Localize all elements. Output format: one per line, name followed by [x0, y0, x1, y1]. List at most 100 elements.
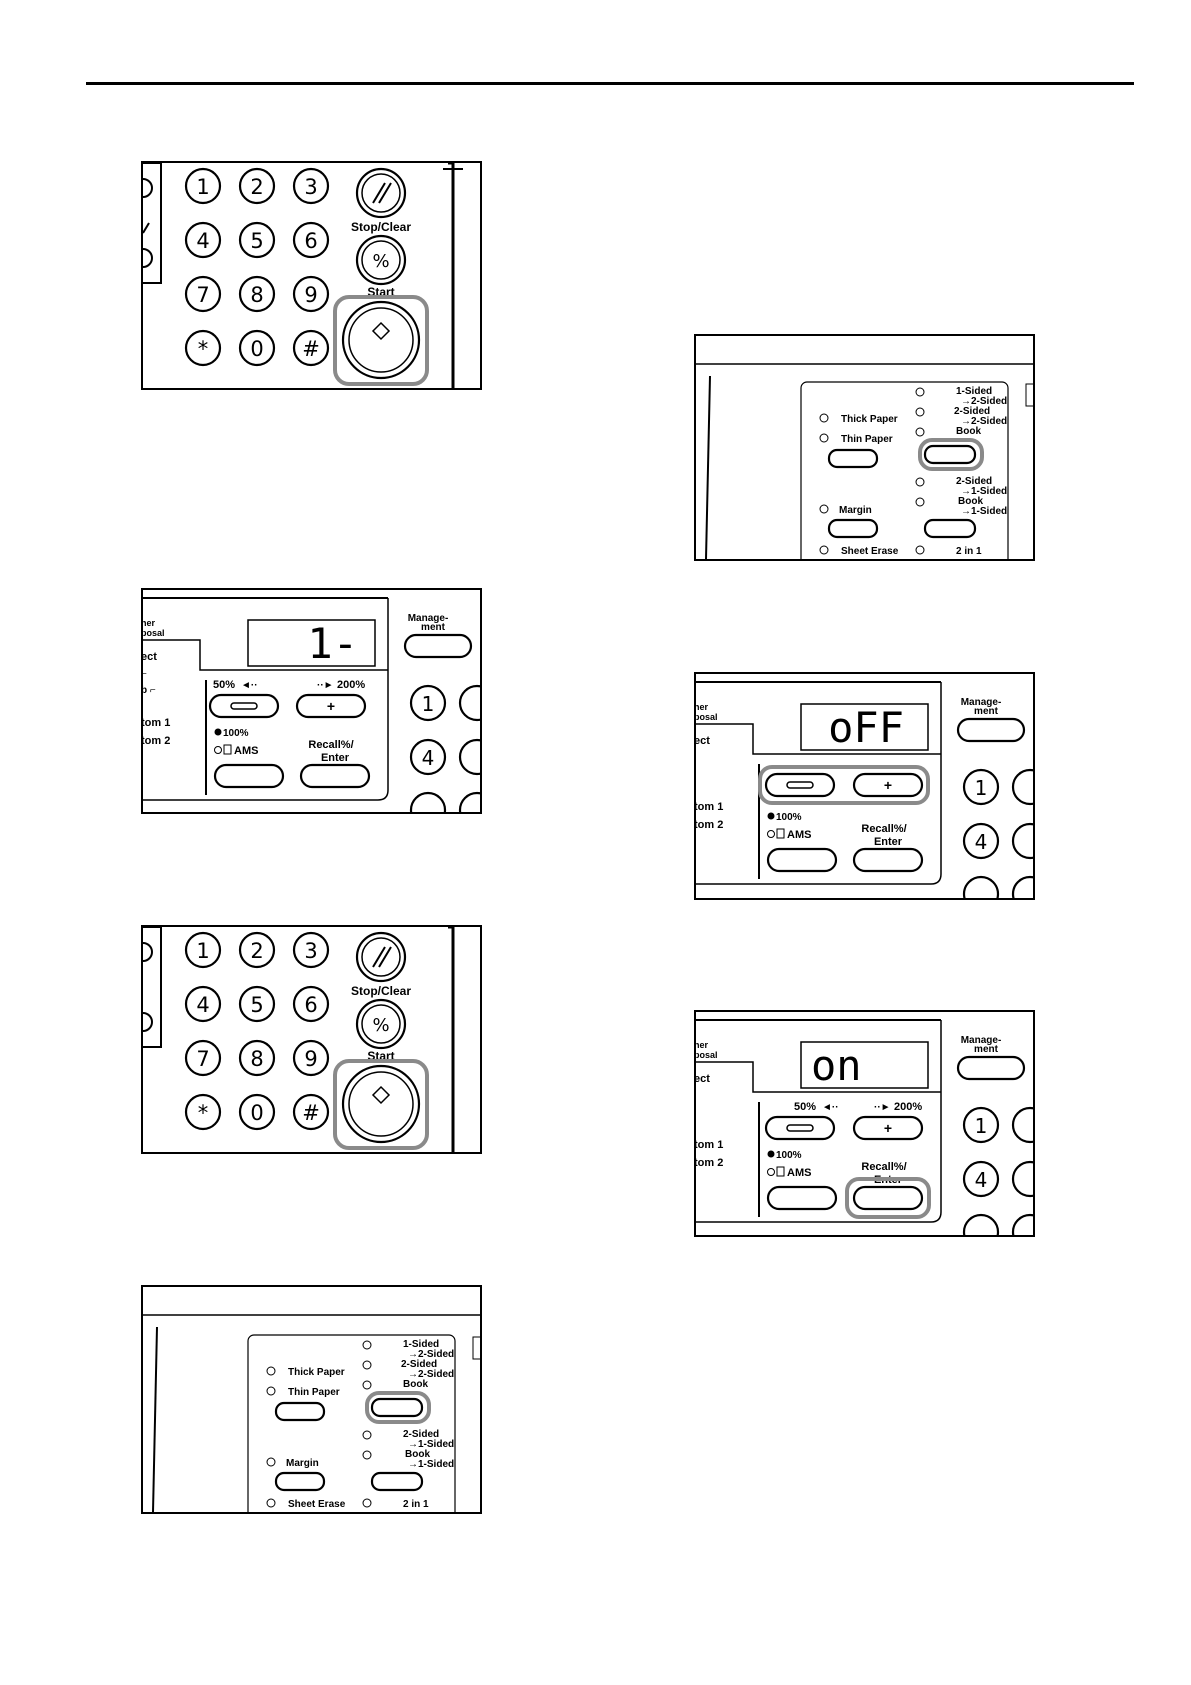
- margin-button[interactable]: [274, 1471, 326, 1492]
- zoom-minus-button[interactable]: [208, 693, 280, 719]
- svg-text:2-Sided: 2-Sided: [403, 1429, 439, 1440]
- svg-text:2 in 1: 2 in 1: [403, 1499, 429, 1510]
- svg-text:1: 1: [196, 175, 209, 199]
- key-9[interactable]: 9: [292, 1039, 330, 1077]
- key-8[interactable]: 8: [238, 1039, 276, 1077]
- management-button[interactable]: [956, 717, 1026, 743]
- zoom-plus-button[interactable]: +: [852, 1115, 924, 1141]
- key-3[interactable]: 3: [292, 931, 330, 969]
- zoom-plus-button[interactable]: +: [852, 772, 924, 798]
- svg-text:→2-Sided: →2-Sided: [408, 1369, 454, 1380]
- recall-enter-button[interactable]: [299, 763, 371, 789]
- paper-type-button[interactable]: [827, 448, 879, 469]
- svg-text:2-Sided: 2-Sided: [956, 476, 992, 487]
- svg-text:8: 8: [250, 283, 263, 307]
- zoom-minus-button[interactable]: [764, 1115, 836, 1141]
- svg-text:5: 5: [250, 229, 263, 253]
- svg-text:Margin: Margin: [839, 505, 872, 516]
- svg-text:ment: ment: [974, 706, 999, 717]
- svg-text:Recall%/: Recall%/: [308, 739, 353, 751]
- duplex-reverse-button[interactable]: [923, 518, 977, 539]
- management-button[interactable]: [403, 633, 473, 659]
- svg-text:Sheet Erase: Sheet Erase: [288, 1499, 346, 1510]
- key-3[interactable]: 3: [292, 167, 330, 205]
- key-5[interactable]: 5: [238, 985, 276, 1023]
- zoom-minus-button[interactable]: [764, 772, 836, 798]
- svg-text:◄··: ◄··: [822, 1102, 839, 1113]
- svg-text:Book: Book: [403, 1379, 428, 1390]
- keypad-illustration-step3: 1 2 3 4 5 6 7 8 9 * 0 # Stop/Clear % Sta…: [141, 925, 482, 1154]
- svg-text:Thick Paper: Thick Paper: [288, 1367, 345, 1378]
- stop-clear-button[interactable]: %: [355, 998, 407, 1050]
- key-9[interactable]: 9: [292, 275, 330, 313]
- header-rule: [86, 82, 1134, 85]
- ams-button[interactable]: [213, 763, 285, 789]
- key-4[interactable]: 4: [184, 221, 222, 259]
- key-4[interactable]: 4: [184, 985, 222, 1023]
- svg-text:her: her: [696, 702, 709, 712]
- duplex-mode-button[interactable]: [923, 444, 977, 465]
- recall-enter-button[interactable]: [852, 847, 924, 873]
- svg-text:→2-Sided: →2-Sided: [408, 1349, 454, 1360]
- management-button[interactable]: [956, 1055, 1026, 1081]
- svg-text:5: 5: [250, 993, 263, 1017]
- svg-text:ect: ect: [696, 735, 710, 747]
- svg-text:#: #: [302, 337, 320, 361]
- key-7[interactable]: 7: [184, 1039, 222, 1077]
- svg-text:1: 1: [975, 1114, 988, 1138]
- key-8[interactable]: 8: [238, 275, 276, 313]
- recall-enter-button[interactable]: [852, 1185, 924, 1211]
- lcd-text: 1-: [307, 619, 358, 668]
- reset-button[interactable]: [355, 167, 407, 219]
- svg-text:ment: ment: [974, 1044, 999, 1055]
- svg-text:6: 6: [304, 229, 317, 253]
- key-hash[interactable]: #: [292, 329, 330, 367]
- svg-text:2-Sided: 2-Sided: [954, 406, 990, 417]
- ams-button[interactable]: [766, 1185, 838, 1211]
- ams-button[interactable]: [766, 847, 838, 873]
- key-0[interactable]: 0: [238, 1093, 276, 1131]
- key-hash[interactable]: #: [292, 1093, 330, 1131]
- key-6[interactable]: 6: [292, 985, 330, 1023]
- keypad-illustration-step1: 1 2 3 4 5 6 7 8 9 * 0 # Stop/Clear % Sta…: [141, 161, 482, 390]
- key-1[interactable]: 1: [184, 931, 222, 969]
- svg-text:200%: 200%: [894, 1101, 922, 1113]
- svg-text:50%: 50%: [794, 1101, 816, 1113]
- key-5[interactable]: 5: [238, 221, 276, 259]
- svg-text:1-Sided: 1-Sided: [403, 1339, 439, 1350]
- key-2[interactable]: 2: [238, 167, 276, 205]
- svg-text:Recall%/: Recall%/: [861, 1161, 906, 1173]
- key-asterisk[interactable]: *: [184, 329, 222, 367]
- svg-text:Book: Book: [956, 426, 981, 437]
- margin-button[interactable]: [827, 518, 879, 539]
- reset-button[interactable]: [355, 931, 407, 983]
- paper-type-button[interactable]: [274, 1401, 326, 1422]
- lcd-display: [800, 703, 929, 751]
- key-7[interactable]: 7: [184, 275, 222, 313]
- start-button[interactable]: [341, 1064, 421, 1144]
- key-6[interactable]: 6: [292, 221, 330, 259]
- key-1[interactable]: 1: [184, 167, 222, 205]
- key-asterisk[interactable]: *: [184, 1093, 222, 1131]
- stop-clear-button[interactable]: %: [355, 234, 407, 286]
- svg-text:+: +: [327, 698, 335, 714]
- svg-text:Book: Book: [405, 1449, 430, 1460]
- svg-text:4: 4: [975, 830, 988, 854]
- duplex-reverse-button[interactable]: [370, 1471, 424, 1492]
- svg-text:4: 4: [975, 1168, 988, 1192]
- svg-text:%: %: [372, 1015, 389, 1036]
- zoom-plus-button[interactable]: +: [295, 693, 367, 719]
- duplex-mode-button[interactable]: [370, 1397, 424, 1418]
- svg-text:50%: 50%: [213, 679, 235, 691]
- lcd-text: oFF: [828, 703, 904, 752]
- key-0[interactable]: 0: [238, 329, 276, 367]
- start-button[interactable]: [341, 300, 421, 380]
- start-highlight: [333, 295, 429, 386]
- svg-text:Thin Paper: Thin Paper: [288, 1387, 340, 1398]
- stop-clear-label: Stop/Clear: [351, 984, 411, 998]
- svg-text:◄··: ◄··: [241, 680, 258, 691]
- svg-text:3: 3: [304, 939, 317, 963]
- svg-text:4: 4: [196, 229, 209, 253]
- key-2[interactable]: 2: [238, 931, 276, 969]
- svg-text:*: *: [198, 337, 209, 361]
